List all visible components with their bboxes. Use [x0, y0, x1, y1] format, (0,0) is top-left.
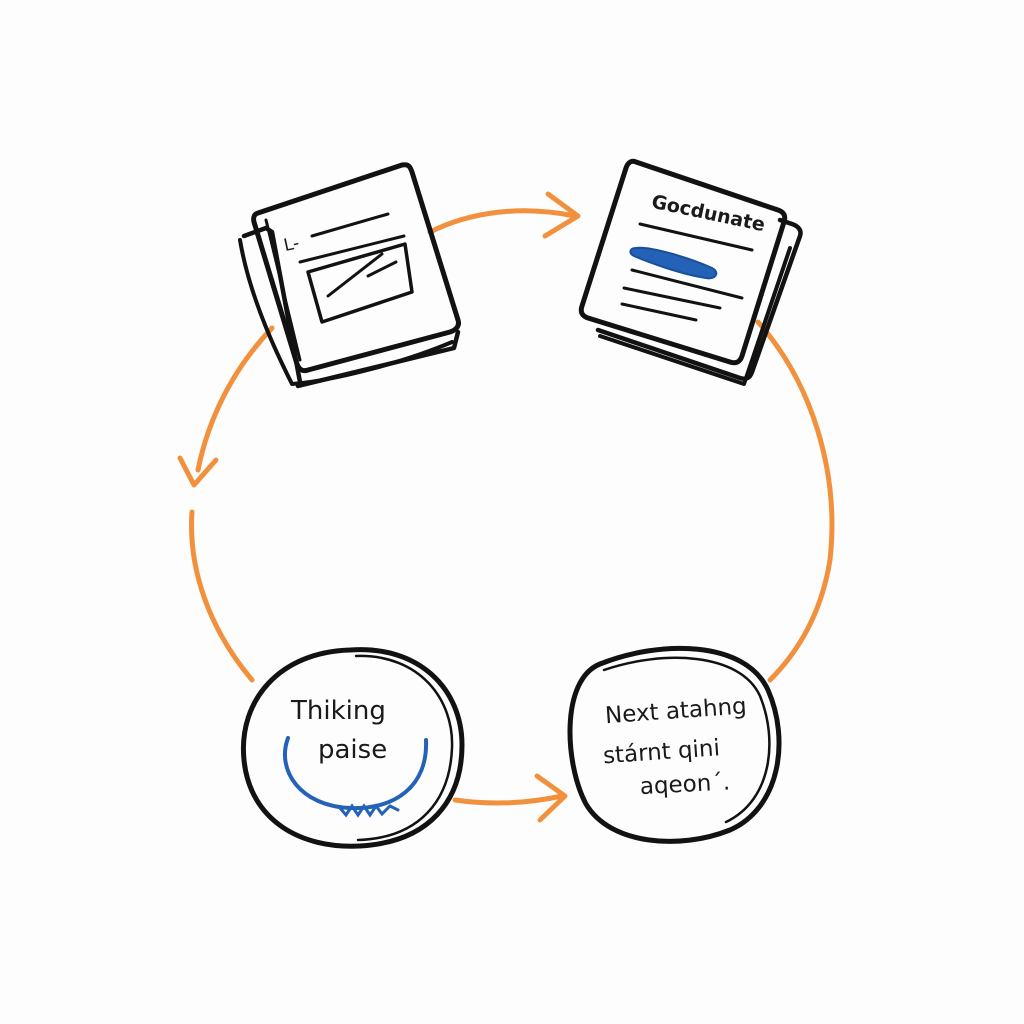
document-back-sheet-edge [598, 246, 792, 386]
arrow-right-icon [542, 191, 581, 239]
stacked-document-with-highlight-icon [578, 158, 803, 386]
rounded-blob-icon-overstroke [602, 656, 771, 824]
document-box-scribble [326, 252, 398, 298]
rounded-blob-icon [240, 647, 465, 849]
connector-left-arc-lower [189, 509, 255, 683]
next-action-line-3: aqeon´. [639, 769, 731, 800]
document-text-line [622, 286, 722, 310]
document-text-line [630, 268, 744, 300]
top-left-document-text: L- [282, 233, 301, 256]
document-text-line [310, 212, 390, 238]
document-back-sheet-edge [238, 238, 454, 386]
connector-top-arc [427, 208, 578, 235]
document-inner-sheet [264, 218, 302, 362]
cycle-connectors [177, 191, 835, 823]
arrow-down-icon [177, 455, 219, 488]
rounded-blob-icon [567, 645, 782, 844]
connector-right-arc [755, 319, 835, 683]
highlight-mark [629, 246, 718, 280]
document-text-line [298, 234, 406, 264]
document-front-sheet [251, 162, 461, 374]
thinking-pause-line-2: paise [318, 735, 387, 765]
top-left-document-node: L- [238, 162, 461, 389]
connector-left-arc-upper [195, 325, 275, 473]
rounded-blob-icon-overstroke [354, 654, 454, 842]
document-inner-box [306, 242, 414, 324]
thinking-pause-node: Thiking paise [240, 647, 465, 849]
arrow-right-icon [534, 773, 568, 823]
stacked-document-with-box-icon [238, 162, 461, 389]
connector-bottom-arrow [452, 793, 565, 806]
title-underline [638, 222, 754, 252]
document-front-sheet [578, 158, 788, 366]
thinking-pause-line-1: Thiking [290, 696, 386, 726]
document-text-line [620, 302, 698, 322]
blue-squiggle-icon [338, 803, 400, 818]
